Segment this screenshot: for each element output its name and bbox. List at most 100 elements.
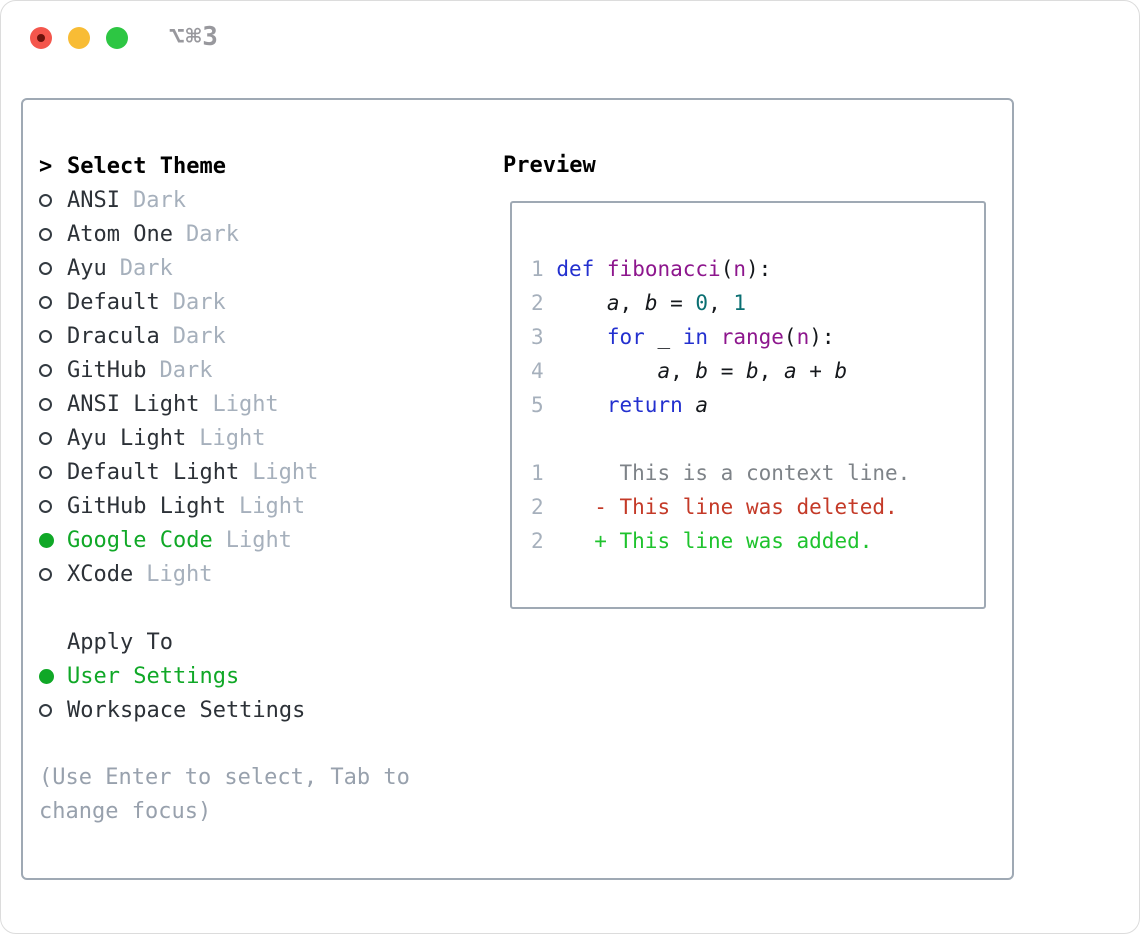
code-token [544, 393, 607, 417]
apply-to-label: User Settings [67, 663, 240, 689]
apply-to-list: User Settings Workspace Settings [39, 659, 469, 727]
code-line: 2 a, b = 0, 1 [531, 286, 910, 320]
close-button[interactable] [30, 27, 52, 49]
code-token [544, 495, 595, 519]
line-number: 1 [531, 257, 544, 281]
theme-variant: Dark [185, 221, 239, 247]
code-token: + [796, 359, 835, 383]
code-token: + This line was added. [594, 529, 873, 553]
theme-name: ANSI [67, 187, 120, 213]
theme-option[interactable]: Ayu Dark [39, 251, 469, 285]
radio-icon [39, 499, 52, 513]
code-token: = [708, 359, 746, 383]
line-number: 3 [531, 325, 544, 349]
theme-variant: Light [212, 391, 279, 417]
theme-name: ANSI Light [67, 391, 200, 417]
code-token [594, 257, 607, 281]
theme-name: GitHub [67, 357, 147, 383]
code-token: in [682, 325, 709, 349]
code-token [544, 325, 607, 349]
code-token: a [657, 359, 671, 383]
code-token: n [733, 257, 747, 281]
theme-name: Ayu Light [67, 425, 187, 451]
code-token: = [657, 291, 696, 315]
radio-icon [39, 397, 52, 411]
code-line [531, 422, 910, 456]
code-token: a [783, 359, 797, 383]
code-token: _ [644, 325, 683, 349]
theme-option[interactable]: Google Code Light [39, 523, 469, 557]
line-number: 4 [531, 359, 544, 383]
code-token: 1 [733, 291, 747, 315]
code-token: , [708, 291, 734, 315]
theme-option[interactable]: Atom One Dark [39, 217, 469, 251]
theme-variant: Dark [172, 323, 226, 349]
window-title: ⌥⌘3 [169, 22, 219, 52]
theme-name: Google Code [67, 527, 213, 553]
code-token: , [758, 359, 784, 383]
radio-icon [39, 261, 52, 275]
line-number: 2 [531, 291, 544, 315]
theme-option[interactable]: Default Light Light [39, 455, 469, 489]
radio-icon [39, 363, 52, 377]
radio-icon [39, 703, 52, 717]
theme-name: GitHub Light [67, 493, 226, 519]
spacer [39, 727, 469, 761]
apply-to-option[interactable]: User Settings [39, 659, 469, 693]
line-number: 2 [531, 529, 544, 553]
select-theme-header: Select Theme [67, 153, 226, 179]
radio-icon [39, 465, 52, 479]
theme-name: Atom One [67, 221, 173, 247]
theme-option[interactable]: XCode Light [39, 557, 469, 591]
apply-to-header-row: Apply To [39, 625, 469, 659]
radio-icon [39, 567, 52, 581]
code-token: ( [720, 257, 734, 281]
theme-name: XCode [67, 561, 134, 587]
code-token: , [670, 359, 696, 383]
cursor-arrow-icon: > [39, 153, 53, 179]
theme-variant: Dark [172, 289, 226, 315]
theme-option[interactable]: Ayu Light Light [39, 421, 469, 455]
theme-option[interactable]: GitHub Light Light [39, 489, 469, 523]
code-line: 4 a, b = b, a + b [531, 354, 910, 388]
code-token: a [695, 393, 709, 417]
code-token: return [606, 393, 683, 417]
select-theme-header-row: > Select Theme [39, 149, 469, 183]
code-line: 1 def fibonacci(n): [531, 252, 910, 286]
code-token [544, 461, 620, 485]
theme-variant: Dark [119, 255, 173, 281]
apply-to-option[interactable]: Workspace Settings [39, 693, 469, 727]
code-token: def [556, 257, 595, 281]
theme-option[interactable]: Dracula Dark [39, 319, 469, 353]
code-line: 3 for _ in range(n): [531, 320, 910, 354]
theme-name: Default Light [67, 459, 240, 485]
title-bar: ⌥⌘3 [1, 1, 1139, 76]
theme-variant: Light [199, 425, 266, 451]
theme-option[interactable]: ANSI Dark [39, 183, 469, 217]
radio-icon [39, 227, 52, 241]
code-token: b [746, 359, 759, 383]
hint-text: (Use Enter to select, Tab to change focu… [39, 765, 410, 824]
theme-picker-left-column: > Select Theme ANSI Dark Atom One Dark A… [39, 149, 469, 829]
theme-name: Ayu [67, 255, 107, 281]
code-line: 1 This is a context line. [531, 456, 910, 490]
line-number: 2 [531, 495, 544, 519]
theme-option[interactable]: ANSI Light Light [39, 387, 469, 421]
theme-option[interactable]: Default Dark [39, 285, 469, 319]
line-number: 1 [531, 461, 544, 485]
radio-icon [39, 193, 52, 207]
code-token: fibonacci [606, 257, 721, 281]
zoom-button[interactable] [106, 27, 128, 49]
theme-option[interactable]: GitHub Dark [39, 353, 469, 387]
code-token [683, 393, 696, 417]
code-token: for [606, 325, 645, 349]
theme-variant: Light [146, 561, 213, 587]
spacer [39, 591, 469, 625]
minimize-button[interactable] [68, 27, 90, 49]
radio-icon [39, 431, 52, 445]
theme-variant: Dark [159, 357, 213, 383]
code-token: , [619, 291, 645, 315]
